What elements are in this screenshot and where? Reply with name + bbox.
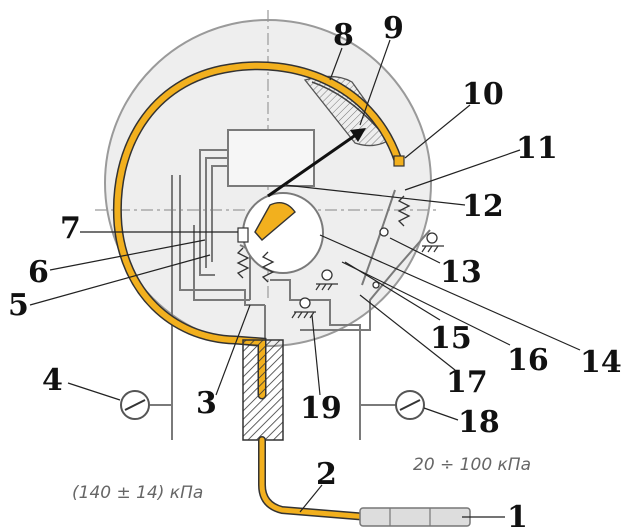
capillary-tube-fill: [259, 437, 383, 521]
gauge-4: [120, 390, 172, 420]
label-19: 19: [300, 391, 342, 426]
pointer-tip: [350, 128, 366, 142]
label-1: 1: [507, 500, 528, 529]
label-11: 11: [516, 131, 558, 166]
fitting: [242, 339, 284, 441]
label-13: 13: [440, 255, 482, 290]
label-15: 15: [430, 321, 472, 356]
label-12: 12: [462, 189, 504, 224]
pressure-left-note: (140 ± 14) кПа: [72, 483, 203, 503]
ground-symbols: [291, 245, 444, 319]
gauge-18: [360, 390, 425, 420]
label-2: 2: [316, 457, 337, 492]
spring-11: [397, 195, 411, 227]
sensor-bulb: [359, 507, 471, 527]
pivots: [299, 227, 438, 309]
label-9: 9: [383, 11, 404, 46]
label-17: 17: [446, 365, 488, 400]
label-16: 16: [507, 343, 549, 378]
label-14: 14: [580, 345, 622, 380]
label-10: 10: [462, 77, 504, 112]
mechanism-frame: [171, 129, 431, 440]
label-18: 18: [458, 405, 500, 440]
label-8: 8: [333, 18, 354, 53]
label-3: 3: [196, 386, 217, 421]
sector-gear: [254, 202, 296, 241]
hair-spring: [236, 247, 250, 279]
label-4: 4: [42, 363, 63, 398]
tube-tip: [393, 155, 405, 167]
label-6: 6: [28, 255, 49, 290]
leader-lines: [29, 39, 581, 518]
pressure-right-note: 20 ÷ 100 кПа: [413, 455, 531, 475]
bourdon-tube-fill: [114, 62, 401, 398]
label-5: 5: [8, 288, 29, 323]
pointer-needle: [267, 130, 361, 198]
small-gear: [237, 227, 249, 243]
label-7: 7: [60, 211, 81, 246]
return-spring: [261, 251, 275, 283]
